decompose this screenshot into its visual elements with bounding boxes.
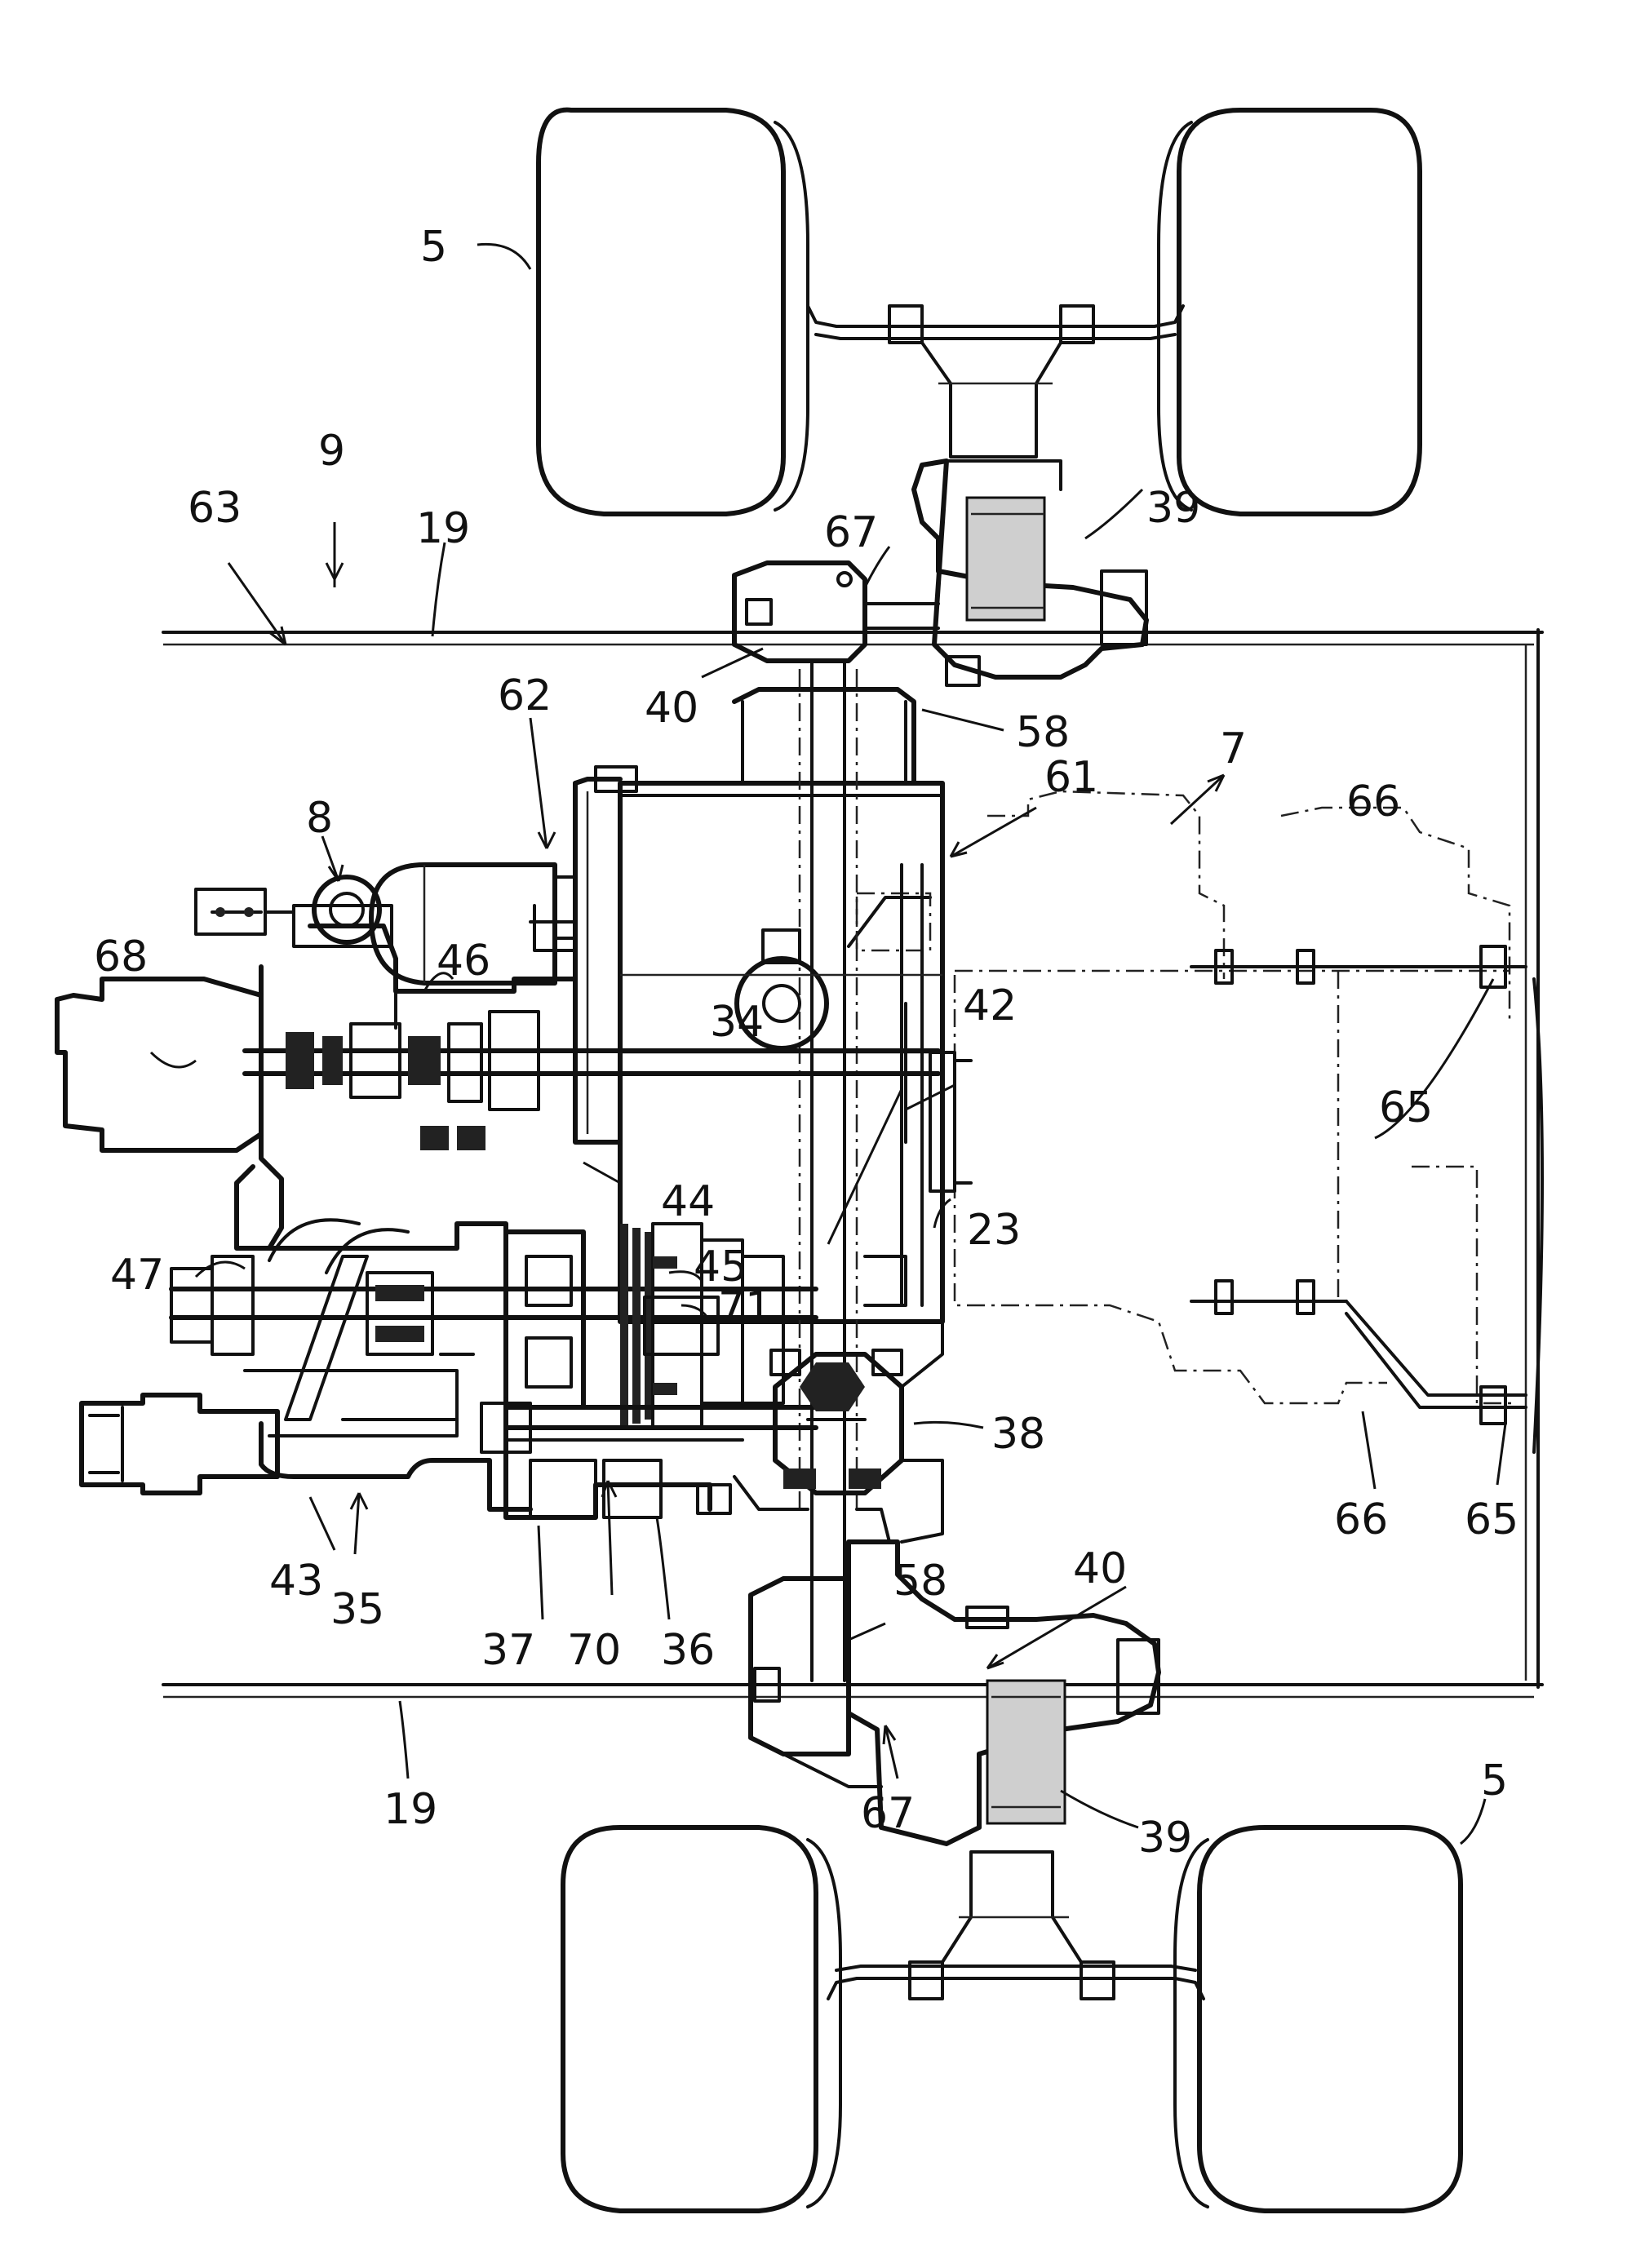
label-70: 70 (567, 1626, 621, 1675)
label-23: 23 (967, 1206, 1021, 1255)
motor-68 (57, 979, 261, 1150)
label-39-top: 39 (1146, 484, 1200, 533)
final-drive-top (734, 461, 1146, 685)
wheel-bottom-right (1175, 1827, 1461, 2211)
label-58-bottom: 58 (893, 1557, 947, 1606)
wheel-bottom-left (563, 1827, 840, 2211)
engine-7 (955, 791, 1542, 1452)
label-71: 71 (718, 1283, 772, 1332)
wheel-top-left (539, 110, 808, 514)
label-65-bottom: 65 (1465, 1495, 1519, 1544)
engine-mount-bottom (1191, 1281, 1526, 1424)
frame-rear-crossmember (1526, 630, 1538, 1687)
label-8: 8 (306, 794, 333, 843)
wheel-top-right (1159, 110, 1420, 514)
label-42: 42 (963, 981, 1017, 1030)
label-34: 34 (710, 998, 764, 1047)
label-19-top: 19 (416, 504, 470, 553)
label-40-top: 40 (645, 684, 698, 733)
engine-mount-top (1191, 946, 1526, 987)
label-67-bottom: 67 (861, 1789, 915, 1838)
label-67-top: 67 (824, 508, 878, 557)
label-35: 35 (330, 1585, 384, 1634)
hub-bracket-bottom (828, 1852, 1204, 1999)
label-68: 68 (94, 932, 148, 981)
label-46: 46 (437, 937, 490, 986)
label-65-top: 65 (1379, 1083, 1433, 1132)
label-44: 44 (661, 1177, 715, 1226)
label-43: 43 (269, 1557, 323, 1606)
label-63: 63 (188, 484, 242, 533)
label-5-bottom: 5 (1481, 1756, 1508, 1805)
label-5-top: 5 (420, 223, 447, 272)
label-47: 47 (110, 1251, 164, 1300)
frame-rail-top (163, 632, 1542, 645)
frame-rail-bottom (163, 1685, 1542, 1697)
label-38: 38 (991, 1410, 1045, 1459)
clutch-housing-62 (371, 767, 636, 1142)
label-7: 7 (1220, 724, 1247, 773)
label-9: 9 (318, 427, 345, 476)
label-61: 61 (1044, 753, 1098, 802)
label-66-bottom: 66 (1334, 1495, 1388, 1544)
label-40-bottom: 40 (1073, 1544, 1127, 1593)
label-62: 62 (498, 671, 552, 720)
label-66-top: 66 (1346, 777, 1400, 826)
label-37: 37 (481, 1626, 535, 1675)
hub-bracket-top (808, 306, 1183, 457)
label-39-bottom: 39 (1138, 1814, 1192, 1863)
transmission-case (620, 661, 942, 1681)
motor-lower-left (82, 1395, 277, 1493)
transmission-internals (171, 877, 942, 1542)
label-36: 36 (661, 1626, 715, 1675)
label-58-top: 58 (1016, 708, 1070, 757)
label-19-bottom: 19 (384, 1785, 437, 1834)
